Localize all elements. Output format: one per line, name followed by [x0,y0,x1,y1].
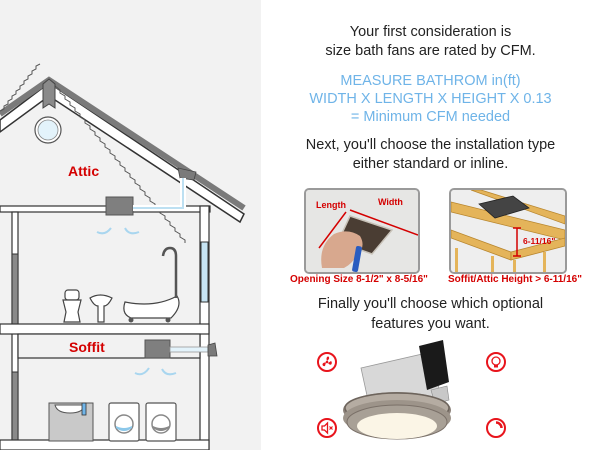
standard-install-caption: Opening Size 8-1/2" x 8-5/16" [290,274,428,285]
laundry-fixtures [48,402,177,442]
inline-install-caption: Soffit/Attic Height > 6-11/16" [448,274,582,285]
house-diagram: Attic Soffit [0,0,261,450]
bathroom-fixtures [62,246,180,323]
ceiling-opening-illustration: Length Width [306,190,418,272]
roof [0,63,246,243]
formula-line-3: = Minimum CFM needed [350,109,511,125]
fan-feature [317,352,337,372]
standard-install-photo: Length Width [304,188,420,274]
attic-label: Attic [68,163,100,179]
install-line-1: Next, you'll choose the installation typ… [305,137,556,153]
attic-fan [96,178,186,235]
info-panel: Your first consideration is size bath fa… [261,0,600,450]
install-line-2: either standard or inline. [352,156,509,172]
walls [0,205,211,450]
formula-line-2: WIDTH X LENGTH X HEIGHT X 0.13 [309,91,552,107]
house-cross-section-illustration [0,63,246,450]
width-label: Width [378,197,403,207]
length-label: Length [316,200,346,210]
features-line-1: Finally you'll choose which optional [317,296,544,312]
bath-fan-light-product [343,340,451,440]
soffit-fan [134,339,218,376]
dimmer-feature [486,418,506,438]
dimmer-icon [495,421,503,429]
quiet-feature [317,418,337,438]
fan-icon [322,356,332,367]
inline-install-photo: 6-11/16" [449,188,567,274]
features-line-2: features you want. [371,316,490,332]
intro-line-1: Your first consideration is [349,24,512,40]
quiet-speaker-icon [321,421,333,435]
height-label: 6-11/16" [523,236,555,246]
intro-line-2: size bath fans are rated by CFM. [325,43,536,59]
soffit-joist-illustration: 6-11/16" [451,190,565,272]
light-bulb-icon [491,356,501,368]
soffit-label: Soffit [69,339,105,355]
formula-line-1: MEASURE BATHROM in(ft) [340,73,521,89]
light-feature [486,352,506,372]
